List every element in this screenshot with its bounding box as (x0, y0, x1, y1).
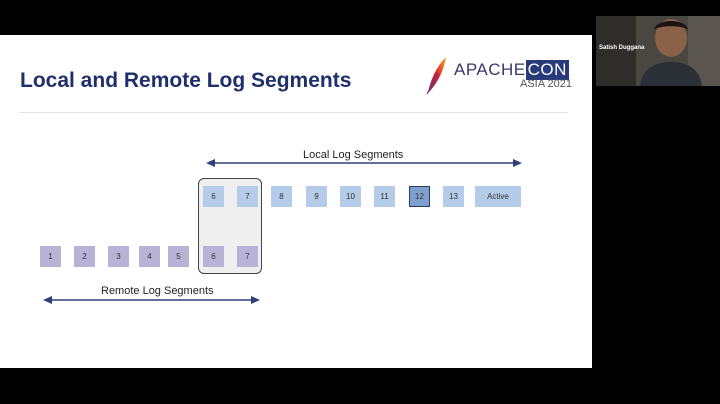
remote-log-segments-label: Remote Log Segments (101, 285, 214, 297)
participant-name: Satish Duggana (599, 45, 645, 51)
participant-video-avatar (596, 16, 720, 86)
remote-segment-6: 6 (203, 246, 224, 267)
feather-icon (426, 57, 446, 95)
local-segment-8: 8 (271, 186, 292, 207)
remote-segment-7: 7 (237, 246, 258, 267)
title-divider (20, 112, 568, 113)
local-segment-10: 10 (340, 186, 361, 207)
local-segment-12: 12 (409, 186, 430, 207)
participant-video-tile[interactable]: Satish Duggana (596, 16, 720, 86)
local-segment-9: 9 (306, 186, 327, 207)
local-segment-11: 11 (374, 186, 395, 207)
active-segment: Active (475, 186, 521, 207)
remote-segment-4: 4 (139, 246, 160, 267)
slide-title: Local and Remote Log Segments (20, 69, 352, 92)
local-segment-13: 13 (443, 186, 464, 207)
remote-segment-3: 3 (108, 246, 129, 267)
logo-subtitle: ASIA 2021 (520, 78, 572, 90)
remote-segment-1: 1 (40, 246, 61, 267)
remote-segment-2: 2 (74, 246, 95, 267)
logo-word: APACHE (454, 60, 526, 79)
local-log-segments-label: Local Log Segments (303, 149, 404, 161)
remote-segment-5: 5 (168, 246, 189, 267)
logo-con: CON (525, 60, 569, 80)
local-range-arrow (206, 159, 522, 167)
local-segment-6: 6 (203, 186, 224, 207)
local-segment-7: 7 (237, 186, 258, 207)
remote-range-arrow (43, 296, 260, 304)
